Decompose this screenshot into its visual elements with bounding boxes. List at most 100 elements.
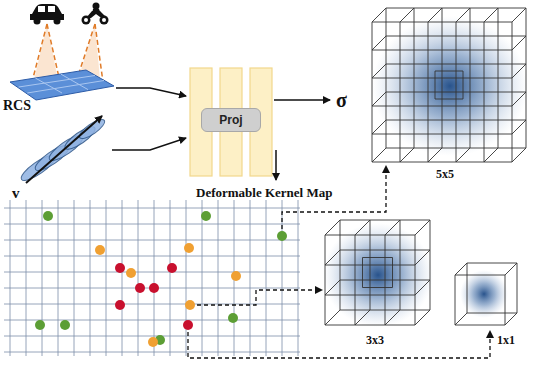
grid-stroke <box>435 99 463 100</box>
grid-stroke <box>467 313 517 314</box>
grid-stroke <box>340 310 430 311</box>
kernel-size: 5x5 <box>436 168 454 181</box>
grid-stroke <box>400 220 401 310</box>
grid-stroke <box>386 148 526 149</box>
input-label: RCS <box>3 98 31 113</box>
kernel-size: 1x1 <box>497 334 515 347</box>
grid-stroke <box>363 287 393 288</box>
grid-stroke <box>26 200 27 356</box>
kernel-weight <box>323 223 433 327</box>
grid-stroke <box>455 275 456 325</box>
grid-stroke <box>386 8 526 9</box>
grid-stroke <box>455 325 505 326</box>
grid-stroke <box>463 71 464 99</box>
grid-stroke <box>505 275 506 325</box>
grid-stroke <box>106 200 107 356</box>
rcs-grid <box>10 70 114 100</box>
grid-stroke <box>498 8 499 148</box>
grid-stroke <box>392 258 393 288</box>
kernel-cube <box>325 8 526 325</box>
grid-stroke <box>122 200 123 356</box>
grid-stroke <box>512 64 526 78</box>
grid-stroke <box>505 263 517 275</box>
grid-stroke <box>415 250 430 265</box>
grid-stroke <box>526 8 527 148</box>
process-box: Proj <box>201 108 261 132</box>
grid-stroke <box>138 200 139 356</box>
grid-stroke <box>435 71 436 99</box>
grid-stroke <box>430 220 431 310</box>
grid-stroke <box>58 200 59 356</box>
grid-stroke <box>470 8 471 148</box>
grid-stroke <box>385 220 400 235</box>
grid-stroke <box>10 200 11 356</box>
grid-stroke <box>325 295 415 296</box>
grid-stroke <box>4 336 300 337</box>
grid-stroke <box>435 71 463 72</box>
motorcycle-icon <box>82 3 109 25</box>
grid-stroke <box>372 120 386 134</box>
grid-stroke <box>90 200 91 356</box>
velocity-ellipses <box>18 116 107 184</box>
grid-stroke <box>42 200 43 356</box>
grid-stroke <box>4 320 300 321</box>
grid-stroke <box>372 134 512 135</box>
grid-stroke <box>517 263 518 313</box>
grid-stroke <box>340 220 430 221</box>
grid-stroke <box>467 263 468 313</box>
grid-stroke <box>372 106 512 107</box>
output-label: Deformable Kernel Map <box>196 186 332 200</box>
grid-stroke <box>362 258 363 288</box>
velocity-arrow <box>26 116 102 183</box>
grid-stroke <box>455 263 467 275</box>
kernel-weight <box>372 16 528 156</box>
grid-stroke <box>4 208 300 209</box>
grid-stroke <box>415 280 430 295</box>
grid-stroke <box>512 120 526 134</box>
grid-stroke <box>4 272 300 273</box>
grid-stroke <box>282 200 283 356</box>
grid-stroke <box>415 310 430 325</box>
grid-stroke <box>325 310 340 325</box>
grid-stroke <box>355 220 370 235</box>
kernel-size: 3x3 <box>366 334 384 347</box>
grid-stroke <box>340 280 430 281</box>
proj-panels <box>190 68 272 176</box>
grid-stroke <box>372 64 386 78</box>
grid-stroke <box>456 148 470 162</box>
grid-stroke <box>4 256 300 257</box>
grid-stroke <box>372 162 512 163</box>
grid-stroke <box>442 8 443 148</box>
input-label: v <box>12 185 20 202</box>
grid-stroke <box>484 8 498 22</box>
grid-stroke <box>400 8 414 22</box>
grid-stroke <box>4 352 300 353</box>
output-arrow <box>275 150 277 180</box>
output-label: σ <box>336 89 347 111</box>
grid-stroke <box>484 22 485 162</box>
grid-stroke <box>325 220 340 235</box>
node-text: Proj <box>219 113 242 127</box>
grid-stroke <box>505 313 517 325</box>
grid-stroke <box>218 200 219 356</box>
grid-stroke <box>456 8 470 22</box>
grid-stroke <box>325 280 340 295</box>
leader-line <box>188 166 490 358</box>
grid-stroke <box>325 250 340 265</box>
grid-stroke <box>74 200 75 356</box>
input-arrow <box>116 88 186 96</box>
grid-stroke <box>372 36 386 50</box>
grid-stroke <box>415 235 416 325</box>
grid-stroke <box>512 22 513 162</box>
grid-stroke <box>202 200 203 356</box>
grid-stroke <box>372 92 386 106</box>
grid-stroke <box>266 200 267 356</box>
grid-stroke <box>400 148 414 162</box>
grid-stroke <box>298 200 299 356</box>
grid-stroke <box>372 22 373 162</box>
grid-stroke <box>512 148 526 162</box>
grid-stroke <box>4 224 300 225</box>
grid-stroke <box>250 200 251 356</box>
